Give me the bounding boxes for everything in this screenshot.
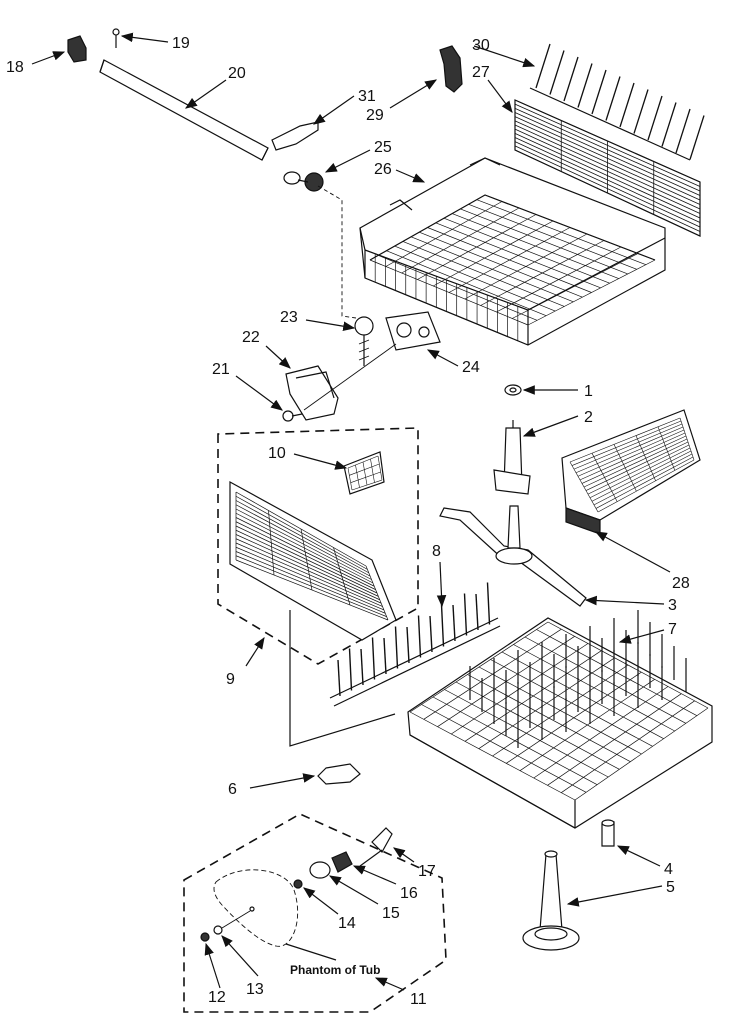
spray-arm — [439, 505, 587, 607]
silverware-basket — [561, 409, 701, 535]
rack-roller — [317, 763, 361, 785]
label-31: 31 — [358, 88, 376, 105]
label-2: 2 — [584, 409, 593, 426]
label-14: 14 — [338, 915, 356, 932]
label-8: 8 — [432, 543, 441, 560]
label-28: 28 — [672, 575, 690, 592]
label-22: 22 — [242, 329, 260, 346]
cutlery-basket-enclosure — [217, 427, 419, 665]
spray-tower — [522, 850, 580, 951]
spray-tube — [493, 420, 531, 495]
rack-wheel — [283, 171, 324, 192]
label-23: 23 — [280, 309, 298, 326]
label-27: 27 — [472, 64, 490, 81]
part-labels: 18 19 20 31 29 30 27 25 26 23 24 22 21 1… — [6, 35, 690, 1008]
label-19: 19 — [172, 35, 190, 52]
label-17: 17 — [418, 863, 436, 880]
tub-phantom-enclosure — [183, 813, 447, 1013]
label-3: 3 — [668, 597, 677, 614]
fold-down-tine-rack — [514, 43, 705, 237]
tub-phantom-outline — [213, 869, 299, 947]
cutlery-lid — [343, 451, 385, 495]
adjuster-cover — [285, 365, 339, 421]
label-30: 30 — [472, 37, 490, 54]
lower-rack — [407, 610, 713, 829]
adjuster-clip — [439, 45, 463, 93]
label-25: 25 — [374, 139, 392, 156]
adjuster-bolt — [354, 316, 374, 366]
leader-arrows — [31, 32, 671, 991]
label-11: 11 — [410, 991, 427, 1008]
rack-track — [99, 59, 269, 161]
label-18: 18 — [6, 59, 24, 76]
label-29: 29 — [366, 107, 384, 124]
label-7: 7 — [668, 621, 677, 638]
label-13: 13 — [246, 981, 264, 998]
tub-caption: Phantom of Tub — [290, 963, 380, 977]
end-cap — [67, 35, 87, 63]
label-20: 20 — [228, 65, 246, 82]
fitting-parts — [200, 827, 393, 942]
label-16: 16 — [400, 885, 418, 902]
label-6: 6 — [228, 781, 237, 798]
label-12: 12 — [208, 989, 226, 1006]
seal-ring — [504, 384, 522, 396]
upper-rack — [359, 157, 666, 346]
screw — [112, 28, 120, 48]
label-24: 24 — [462, 359, 480, 376]
cover-screw — [282, 410, 303, 422]
label-1: 1 — [584, 383, 593, 400]
label-5: 5 — [666, 879, 675, 896]
rack-stop — [271, 121, 319, 151]
label-4: 4 — [664, 861, 673, 878]
cutlery-basket — [229, 480, 397, 641]
lower-wheel — [601, 819, 615, 847]
label-15: 15 — [382, 905, 400, 922]
label-10: 10 — [268, 445, 286, 462]
label-21: 21 — [212, 361, 230, 378]
tine-row — [329, 582, 501, 707]
label-26: 26 — [374, 161, 392, 178]
label-9: 9 — [226, 671, 235, 688]
adjuster-bracket — [385, 311, 441, 351]
